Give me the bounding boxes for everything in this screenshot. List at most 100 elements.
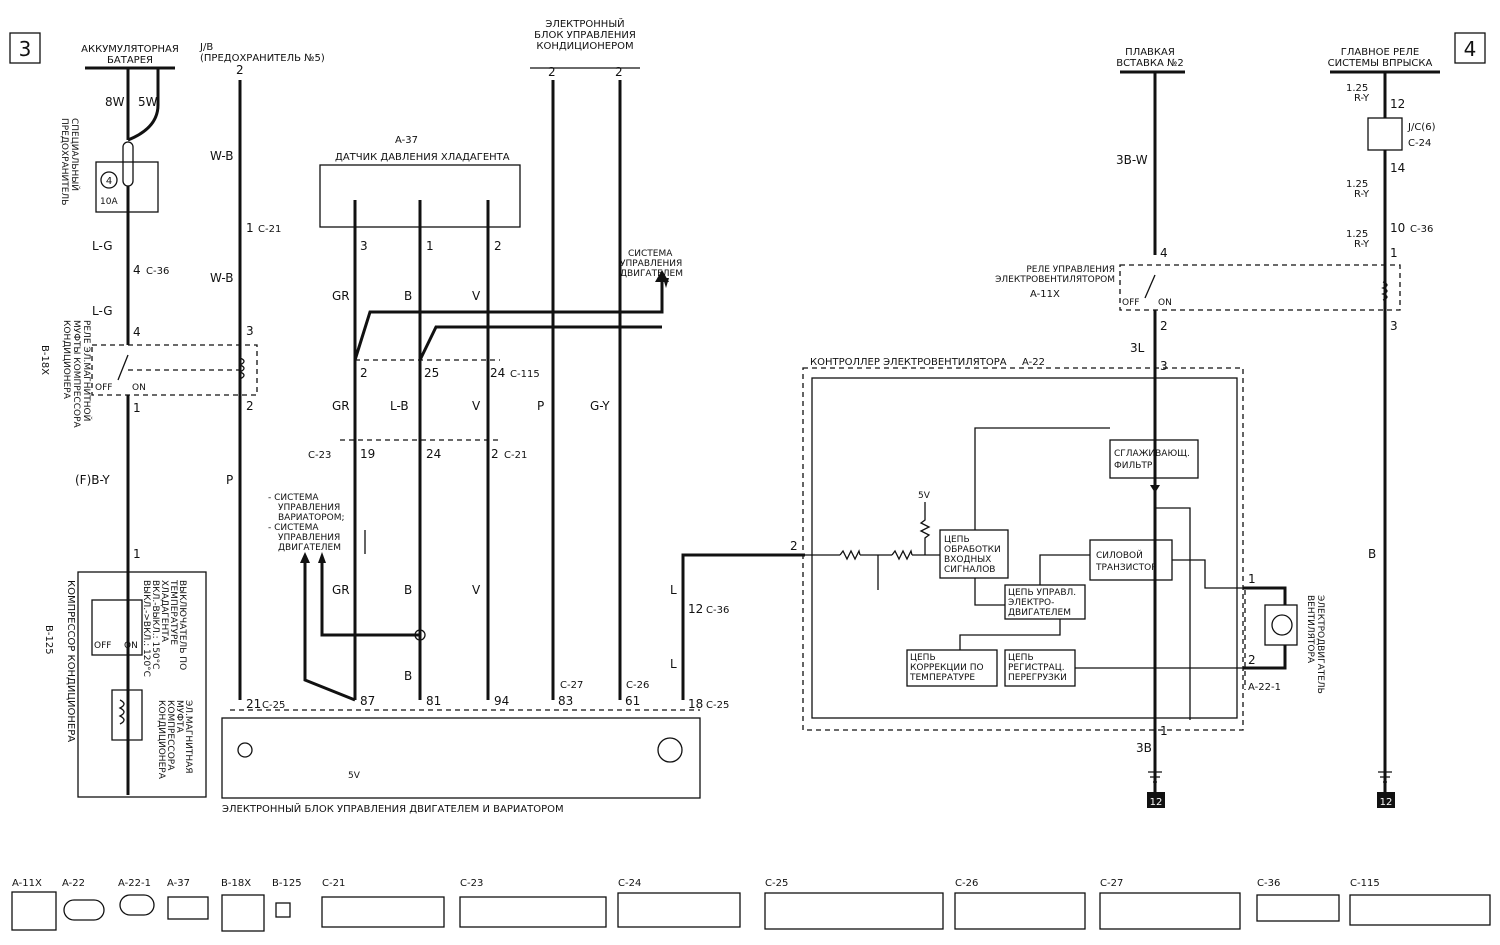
battery-label-1: АККУМУЛЯТОРНАЯ bbox=[81, 44, 179, 55]
power-tr-2: ТРАНЗИСТОР bbox=[1095, 563, 1157, 573]
fuse-number-circle bbox=[100, 171, 118, 189]
conn-a37: A-37 bbox=[395, 135, 418, 146]
svg-text:1: 1 bbox=[133, 547, 141, 561]
svg-text:3: 3 bbox=[360, 239, 368, 253]
svg-text:1: 1 bbox=[246, 221, 254, 235]
wire-l-2: L bbox=[670, 657, 677, 671]
svg-text:2: 2 bbox=[494, 239, 502, 253]
fusible-link-label-2: ВСТАВКА №2 bbox=[1116, 58, 1184, 69]
svg-text:94: 94 bbox=[494, 694, 509, 708]
ac-clutch-relay-box bbox=[91, 344, 258, 396]
svg-text:87: 87 bbox=[360, 694, 375, 708]
fan-motor-wires bbox=[1243, 586, 1287, 670]
conn-c25-1: C-25 bbox=[262, 700, 285, 711]
fan-motor-icon bbox=[1271, 614, 1293, 636]
filter-2: ФИЛЬТР bbox=[1114, 461, 1153, 471]
svg-text:3: 3 bbox=[1160, 359, 1168, 373]
svg-text:12: 12 bbox=[688, 602, 703, 616]
connector-legend: A-11X A-22 A-22-1 A-37 B-18X B-125 C-21 … bbox=[11, 878, 1491, 932]
ground-1 bbox=[1147, 792, 1165, 808]
ac-relay-label-3: КОНДИЦИОНЕРА bbox=[61, 320, 71, 400]
legend-c21: C-21 bbox=[322, 878, 345, 889]
input-proc-1: ЦЕПЬ bbox=[944, 535, 970, 545]
temp-switch-on: ON bbox=[124, 641, 138, 651]
conn-c25-2: C-25 bbox=[706, 700, 729, 711]
wire-gr-2: GR bbox=[332, 399, 350, 413]
temp-corr-box bbox=[906, 649, 998, 687]
svg-text:2: 2 bbox=[790, 539, 798, 553]
wire-fby: (F)B-Y bbox=[75, 473, 110, 487]
svg-text:24: 24 bbox=[426, 447, 441, 461]
ground-2 bbox=[1377, 792, 1395, 808]
cvt-sys-5: УПРАВЛЕНИЯ bbox=[278, 533, 340, 543]
svg-text:21: 21 bbox=[246, 697, 261, 711]
svg-text:19: 19 bbox=[360, 447, 375, 461]
fan-motor-1: ЭЛЕКТРОДВИГАТЕЛЬ bbox=[1315, 595, 1325, 694]
wire-ry-1b: R-Y bbox=[1354, 93, 1370, 104]
legend-a37: A-37 bbox=[167, 878, 190, 889]
wire-5w: 5W bbox=[138, 95, 158, 109]
svg-text:2: 2 bbox=[1160, 319, 1168, 333]
conn-c23: C-23 bbox=[308, 450, 331, 461]
input-proc-2: ОБРАБОТКИ bbox=[944, 545, 1001, 555]
fuse-label-2: ПРЕДОХРАНИТЕЛЬ bbox=[59, 118, 69, 205]
wire-3l: 3L bbox=[1130, 341, 1145, 355]
wire-gy: G-Y bbox=[590, 399, 610, 413]
cvt-sys-6: ДВИГАТЕЛЕМ bbox=[278, 543, 341, 553]
ac-relay-off: OFF bbox=[95, 383, 112, 393]
wire-p-2: P bbox=[226, 473, 233, 487]
legend-b18x: B-18X bbox=[221, 878, 251, 889]
wire-b-3: B bbox=[404, 669, 412, 683]
page-tab-left bbox=[9, 32, 41, 64]
wire-ry-2a: 1.25 bbox=[1346, 179, 1368, 190]
ac-relay-label-2: МУФТЫ КОМПРЕССОРА bbox=[71, 320, 81, 428]
temp-corr-1: ЦЕПЬ bbox=[910, 653, 936, 663]
fan-relay-off: OFF bbox=[1122, 298, 1139, 308]
fan-relay-box bbox=[1119, 264, 1401, 311]
fan-motor-box bbox=[1264, 604, 1298, 646]
wire-v-2: V bbox=[472, 399, 481, 413]
temp-switch-l1: ВЫКЛЮЧАТЕЛЬ ПО bbox=[177, 580, 187, 670]
conn-c27: C-27 bbox=[560, 680, 583, 691]
cvt-branch-wire bbox=[320, 560, 420, 637]
ac-ecu-wires bbox=[551, 80, 622, 700]
jc6-box bbox=[1367, 117, 1403, 151]
wire-b-4: B bbox=[1368, 547, 1376, 561]
legend-a221: A-22-1 bbox=[118, 878, 151, 889]
clutch-coil-box bbox=[111, 689, 143, 741]
svg-text:25: 25 bbox=[424, 366, 439, 380]
fuse-amp: 10A bbox=[100, 197, 118, 207]
svg-text:2: 2 bbox=[236, 63, 244, 77]
wire-v-3: V bbox=[472, 583, 481, 597]
jb-label-2: (ПРЕДОХРАНИТЕЛЬ №5) bbox=[200, 53, 325, 64]
svg-text:2: 2 bbox=[1248, 653, 1256, 667]
wire-v-1: V bbox=[472, 289, 481, 303]
wire-ry-3b: R-Y bbox=[1354, 239, 1370, 250]
clutch-l1: ЭЛ.МАГНИТНАЯ bbox=[183, 700, 193, 774]
clutch-l2: МУФТА bbox=[174, 700, 184, 733]
main-relay-label-1: ГЛАВНОЕ РЕЛЕ bbox=[1341, 47, 1419, 58]
sensor-label: ДАТЧИК ДАВЛЕНИЯ ХЛАДАГЕНТА bbox=[335, 152, 510, 163]
conn-c36-1: C-36 bbox=[146, 266, 169, 277]
sensor-wires bbox=[353, 200, 490, 700]
svg-text:2: 2 bbox=[548, 65, 556, 79]
cvt-sys-2: УПРАВЛЕНИЯ bbox=[278, 503, 340, 513]
main-relay-label-2: СИСТЕМЫ ВПРЫСКА bbox=[1328, 58, 1433, 69]
wire-p-1: P bbox=[537, 399, 544, 413]
fan-controller-label: КОНТРОЛЛЕР ЭЛЕКТРОВЕНТИЛЯТОРА bbox=[810, 357, 1007, 368]
engine-sys-1: СИСТЕМА bbox=[628, 249, 673, 259]
svg-text:3: 3 bbox=[246, 324, 254, 338]
fuse-element bbox=[122, 141, 134, 187]
fan-signal-wire bbox=[681, 553, 805, 700]
jb-label-1: J/B bbox=[199, 42, 213, 53]
wire-lg-2: L-G bbox=[92, 304, 113, 318]
conn-a22: A-22 bbox=[1022, 357, 1045, 368]
page-tab-right bbox=[1454, 32, 1486, 64]
page-tab-right-label: 4 bbox=[1464, 37, 1477, 61]
temp-switch-l5: ВЫКЛ.->ВКЛ.: 120°C bbox=[141, 580, 151, 677]
ac-relay-switch bbox=[117, 354, 129, 381]
svg-text:1: 1 bbox=[1248, 572, 1256, 586]
conn-jc6: J/C(6) bbox=[1407, 122, 1436, 133]
motor-ctrl-2: ЭЛЕКТРО- bbox=[1008, 598, 1054, 608]
